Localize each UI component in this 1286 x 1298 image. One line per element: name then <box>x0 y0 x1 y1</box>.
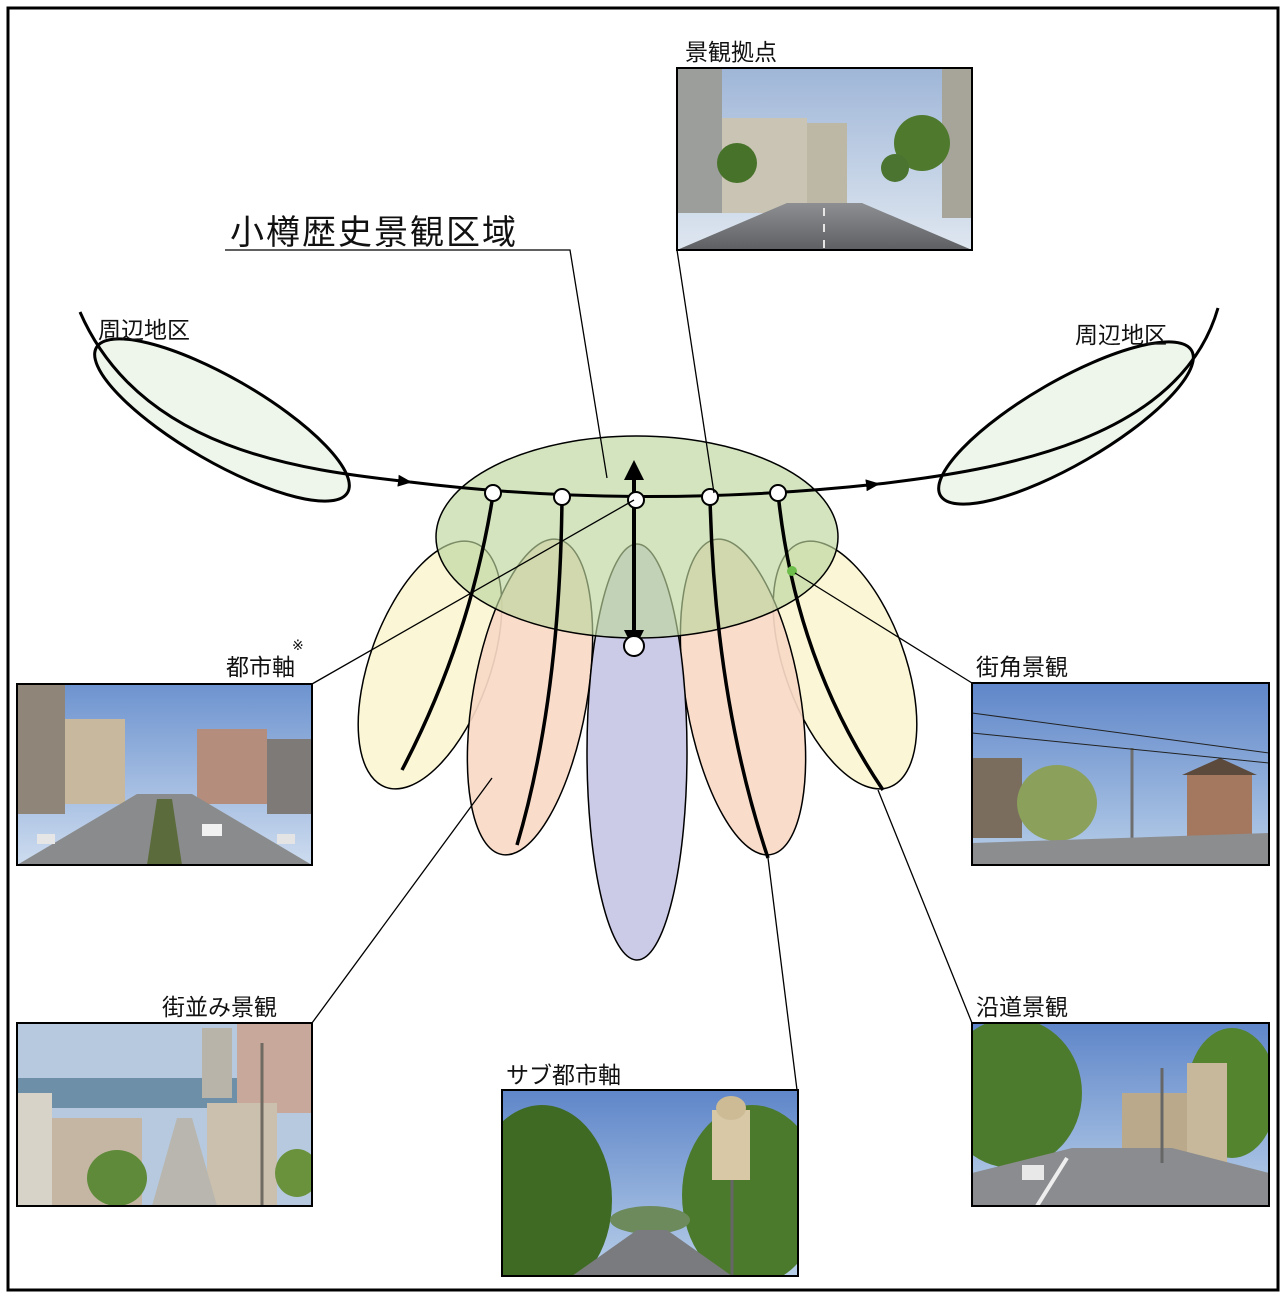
node-1 <box>484 484 502 502</box>
leader-lines <box>225 249 973 1091</box>
roadside-leader <box>877 789 973 1024</box>
corner-marker <box>787 566 797 576</box>
arc-right <box>877 307 1220 486</box>
periphery-label-left: 周辺地区 <box>98 318 190 344</box>
streetscape-leader <box>311 777 493 1024</box>
landmark-photo <box>676 67 973 251</box>
corner-photo <box>971 682 1270 866</box>
arc-left <box>78 311 412 487</box>
axis-line-4 <box>776 492 885 791</box>
streetscape-photo <box>16 1022 313 1207</box>
petals <box>357 538 918 961</box>
streetscape-label: 街並み景観 <box>162 995 277 1021</box>
corner-leader <box>794 572 973 684</box>
city-axis-note-mark: ※ <box>292 638 304 654</box>
corner-label: 街角景観 <box>976 655 1068 681</box>
periphery-ellipse-left <box>93 337 351 503</box>
node-2 <box>553 488 571 506</box>
axis-line-2 <box>515 497 564 846</box>
outer-frame <box>6 6 1280 1292</box>
roadside-label: 沿道景観 <box>976 995 1068 1021</box>
city-axis-leader <box>311 499 635 685</box>
landmark-leader <box>676 249 715 494</box>
city-axis-photo <box>16 683 313 866</box>
roadside-photo <box>971 1022 1270 1207</box>
axis-line-1 <box>400 494 495 771</box>
node-3 <box>627 491 645 509</box>
node-5 <box>769 484 787 502</box>
periphery-label-right: 周辺地区 <box>1075 323 1167 349</box>
central-arrow-up <box>624 460 644 480</box>
node-circles <box>484 484 787 657</box>
axis-line-3 <box>708 497 770 859</box>
landmark-label: 景観拠点 <box>685 40 777 66</box>
sub-axis-photo <box>501 1089 799 1277</box>
periphery-ellipse-right <box>937 340 1195 506</box>
title-leader <box>555 249 608 479</box>
city-axis-label: 都市軸 <box>226 655 295 681</box>
node-center <box>623 635 645 657</box>
sub-axis-label: サブ都市軸 <box>506 1063 621 1089</box>
diagram-title: 小樽歴史景観区域 <box>230 213 518 253</box>
sub-axis-leader <box>767 857 798 1091</box>
node-4 <box>701 488 719 506</box>
axis-lines <box>400 492 885 859</box>
